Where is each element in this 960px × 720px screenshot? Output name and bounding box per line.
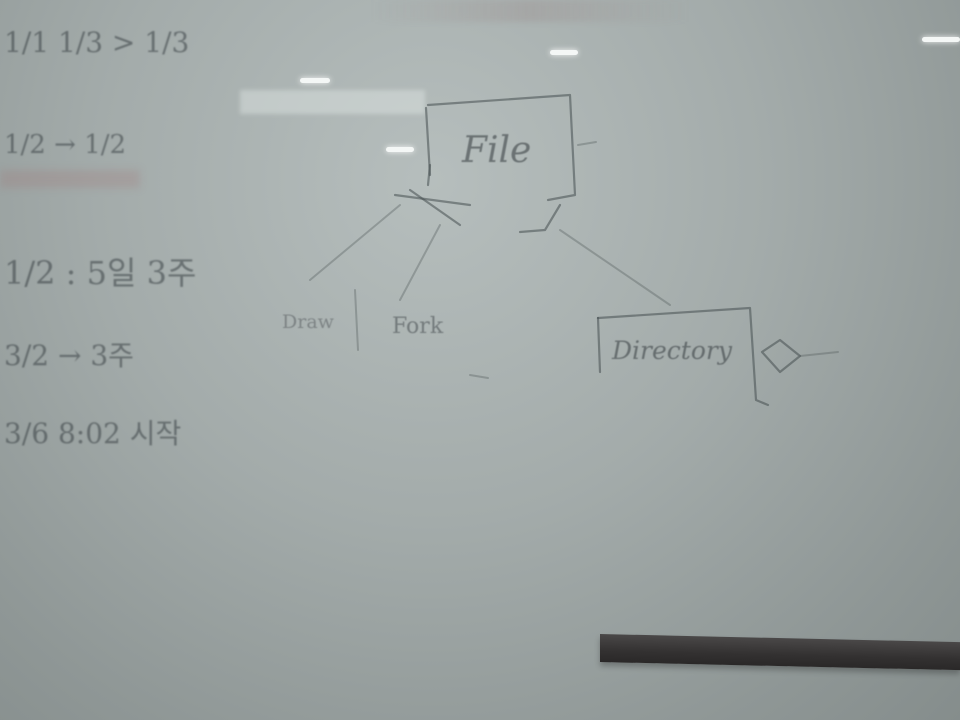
edge-cross-1 — [393, 193, 472, 207]
ceiling-light-reflection — [550, 50, 578, 55]
file-box-arrow-right — [577, 141, 597, 146]
file-box — [426, 93, 577, 202]
note-line-2: 1/2 → 1/2 — [4, 130, 127, 160]
ceiling-light-reflection — [922, 37, 960, 42]
directory-arrowhead — [518, 203, 562, 234]
directory-box — [596, 306, 770, 407]
node-fork: Fork — [392, 314, 444, 339]
ceiling-light-reflection — [300, 78, 330, 83]
node-draw: Draw — [282, 311, 334, 333]
note-line-3: 1/2 : 5일 3주 — [4, 254, 197, 292]
note-line-4: 3/2 → 3주 — [4, 339, 134, 372]
faint-erased-text — [370, 0, 690, 22]
edge-to-fork — [399, 224, 441, 301]
note-line-5: 3/6 8:02 시작 — [4, 417, 182, 450]
draw-box — [354, 289, 359, 351]
directory-connector-line — [799, 351, 839, 357]
note-line-1: 1/1 1/3 > 1/3 — [4, 26, 190, 59]
directory-box-left — [596, 316, 602, 374]
edge-to-draw — [309, 204, 401, 281]
edge-cross-2 — [408, 188, 462, 227]
file-arrow — [426, 163, 432, 187]
light-glare — [240, 90, 425, 114]
red-marker-smear — [0, 170, 140, 188]
fork-box — [469, 374, 489, 379]
edge-to-directory — [559, 229, 671, 306]
file-box-left — [424, 106, 432, 177]
node-file: File — [462, 130, 532, 171]
directory-connector-diamond — [760, 338, 802, 374]
ceiling-light-reflection — [386, 147, 414, 152]
node-directory: Directory — [612, 336, 732, 365]
